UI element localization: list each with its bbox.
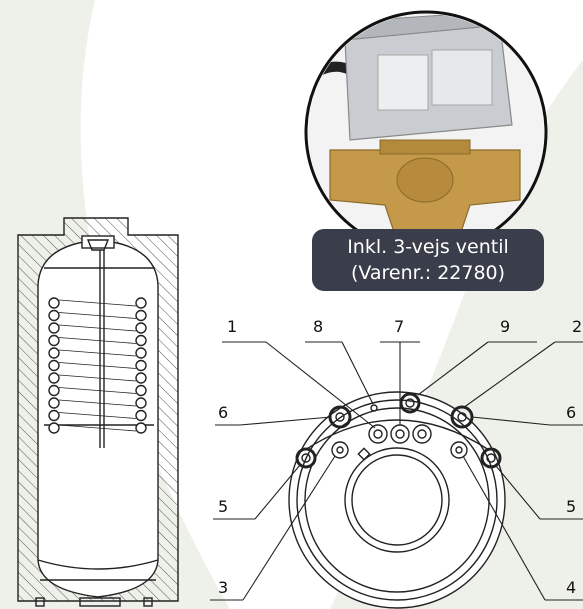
port-9 [412, 424, 432, 444]
heat-exchanger-coil [48, 297, 147, 434]
port-3 [331, 441, 349, 459]
coil-link [58, 349, 137, 357]
coil-turn [135, 334, 147, 347]
port-5-right [480, 447, 502, 469]
coil-turn [135, 397, 147, 409]
coil-link [58, 337, 137, 344]
top-view-drawing [210, 341, 583, 609]
coil-link [58, 324, 137, 332]
coil-turn [48, 409, 60, 422]
coil-turn [48, 422, 60, 434]
callout-3: 3 [218, 578, 228, 597]
coil-turn [135, 347, 147, 359]
valve-photo-inset [304, 10, 548, 254]
coil-link [58, 387, 137, 394]
coil-turn [48, 322, 60, 334]
callout-4: 4 [566, 578, 576, 597]
badge-line-2: (Varenr.: 22780) [350, 262, 506, 284]
coil-link [58, 412, 137, 419]
port-4 [450, 441, 468, 459]
callout-6-right: 6 [566, 403, 576, 422]
tank-section-drawing [17, 217, 179, 607]
port-2 [399, 392, 421, 414]
callout-5-left: 5 [218, 497, 228, 516]
coil-turn [48, 297, 60, 309]
coil-turn [135, 309, 147, 322]
callout-9: 9 [500, 317, 510, 336]
coil-turn [135, 372, 147, 384]
coil-turn [48, 397, 60, 409]
port-8 [370, 404, 378, 412]
coil-turn [135, 384, 147, 397]
coil-link [58, 374, 137, 382]
callout-6-left: 6 [218, 403, 228, 422]
callout-8: 8 [313, 317, 323, 336]
coil-turn [48, 359, 60, 372]
callout-7: 7 [394, 317, 404, 336]
coil-turn [135, 297, 147, 309]
coil-turn [48, 347, 60, 359]
callout-5-right: 5 [566, 497, 576, 516]
coil-turn [48, 372, 60, 384]
coil-turn [135, 359, 147, 372]
coil-turn [48, 384, 60, 397]
coil-link [58, 362, 137, 369]
coil-turn [135, 409, 147, 422]
port-1 [368, 424, 388, 444]
coil-link [58, 299, 137, 307]
coil-turn [48, 334, 60, 347]
coil-turn [48, 309, 60, 322]
coil-turn [135, 422, 147, 434]
coil-turn [135, 322, 147, 334]
coil-link [58, 424, 137, 432]
badge-line-1: Inkl. 3-vejs ventil [347, 236, 509, 258]
callout-1: 1 [227, 317, 237, 336]
coil-link [58, 312, 137, 319]
callout-2: 2 [572, 317, 582, 336]
coil-link [58, 399, 137, 407]
valve-info-badge: Inkl. 3-vejs ventil (Varenr.: 22780) [312, 229, 544, 291]
port-5-left [295, 447, 317, 469]
leader-lines [210, 341, 583, 601]
